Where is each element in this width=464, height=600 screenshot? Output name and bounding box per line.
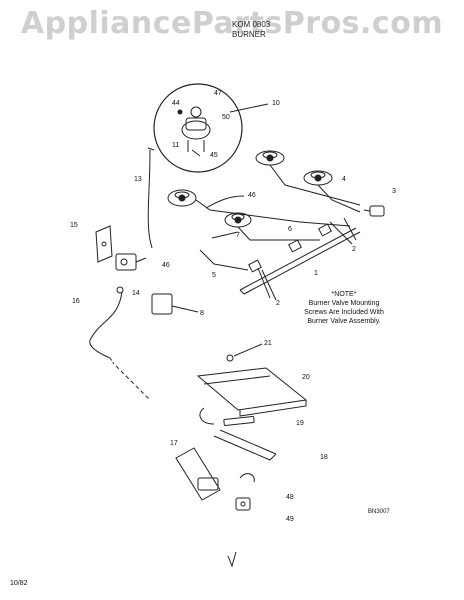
callout-14: 14	[132, 290, 140, 297]
callout-6: 6	[288, 226, 292, 233]
section-title-line1: KOM 0803	[232, 20, 271, 29]
note-line1: Burner Valve Mounting	[308, 300, 380, 307]
leader-10	[229, 103, 269, 113]
callout-13: 13	[134, 176, 142, 183]
burner-tube-rear	[269, 164, 361, 206]
callout-16: 16	[72, 298, 80, 305]
regulator-valve	[115, 253, 147, 271]
callout-48: 48	[286, 494, 294, 501]
thermocouple-tube	[147, 149, 153, 249]
callout-4: 4	[342, 176, 346, 183]
regulator-bracket	[95, 225, 113, 263]
clamp-49	[235, 497, 251, 511]
note-title: *NOTE*	[331, 291, 357, 298]
callout-2a: 2	[352, 246, 356, 253]
note-line3: Burner Valve Assembly.	[307, 318, 381, 325]
clip-48	[239, 473, 255, 483]
callout-20: 20	[302, 374, 310, 381]
broiler-tray	[196, 367, 308, 417]
broiler-bracket	[199, 407, 255, 426]
burner-rear-right	[303, 170, 333, 186]
oven-burner-head	[175, 447, 221, 501]
detail-inset-circle	[153, 83, 243, 173]
gas-supply-pipe	[89, 291, 123, 359]
callout-21: 21	[264, 340, 272, 347]
section-title: KOM 0803 BURNER	[232, 20, 270, 40]
callout-50: 50	[222, 114, 230, 121]
callout-18: 18	[320, 454, 328, 461]
callout-7: 7	[236, 232, 240, 239]
callout-45: 45	[210, 152, 218, 159]
callout-10: 10	[272, 100, 280, 107]
callout-1: 1	[314, 270, 318, 277]
callout-47: 47	[214, 90, 222, 97]
screw	[226, 354, 234, 362]
callout-2b: 2	[276, 300, 280, 307]
callout-17: 17	[170, 440, 178, 447]
note-box: *NOTE* Burner Valve Mounting Screws Are …	[292, 290, 396, 326]
callout-46a: 46	[248, 192, 256, 199]
watermark: AppliancePartsPros.com	[20, 6, 444, 41]
spark-module	[151, 293, 173, 315]
burner-valve-detail	[177, 106, 211, 157]
burner-tube-front	[195, 199, 351, 227]
oven-burner-tube	[213, 429, 277, 461]
burner-rear-left	[255, 150, 285, 166]
callout-44: 44	[172, 100, 180, 107]
note-line2: Screws Are Included With	[304, 309, 384, 316]
bottom-mark	[227, 551, 237, 568]
callout-46b: 46	[162, 262, 170, 269]
page-date: 10/82	[10, 580, 28, 587]
callout-49: 49	[286, 516, 294, 523]
callout-8: 8	[200, 310, 204, 317]
document-code: BN3007	[368, 509, 390, 515]
ignitor-wire	[205, 195, 245, 209]
callout-5: 5	[212, 272, 216, 279]
callout-15: 15	[70, 222, 78, 229]
burner-front-left	[167, 189, 197, 207]
callout-19: 19	[296, 420, 304, 427]
callout-11: 11	[172, 142, 180, 149]
manifold-pipe	[239, 227, 361, 295]
ignition-switch	[363, 205, 385, 217]
section-title-line2: BURNER	[232, 30, 266, 39]
callout-3: 3	[392, 188, 396, 195]
